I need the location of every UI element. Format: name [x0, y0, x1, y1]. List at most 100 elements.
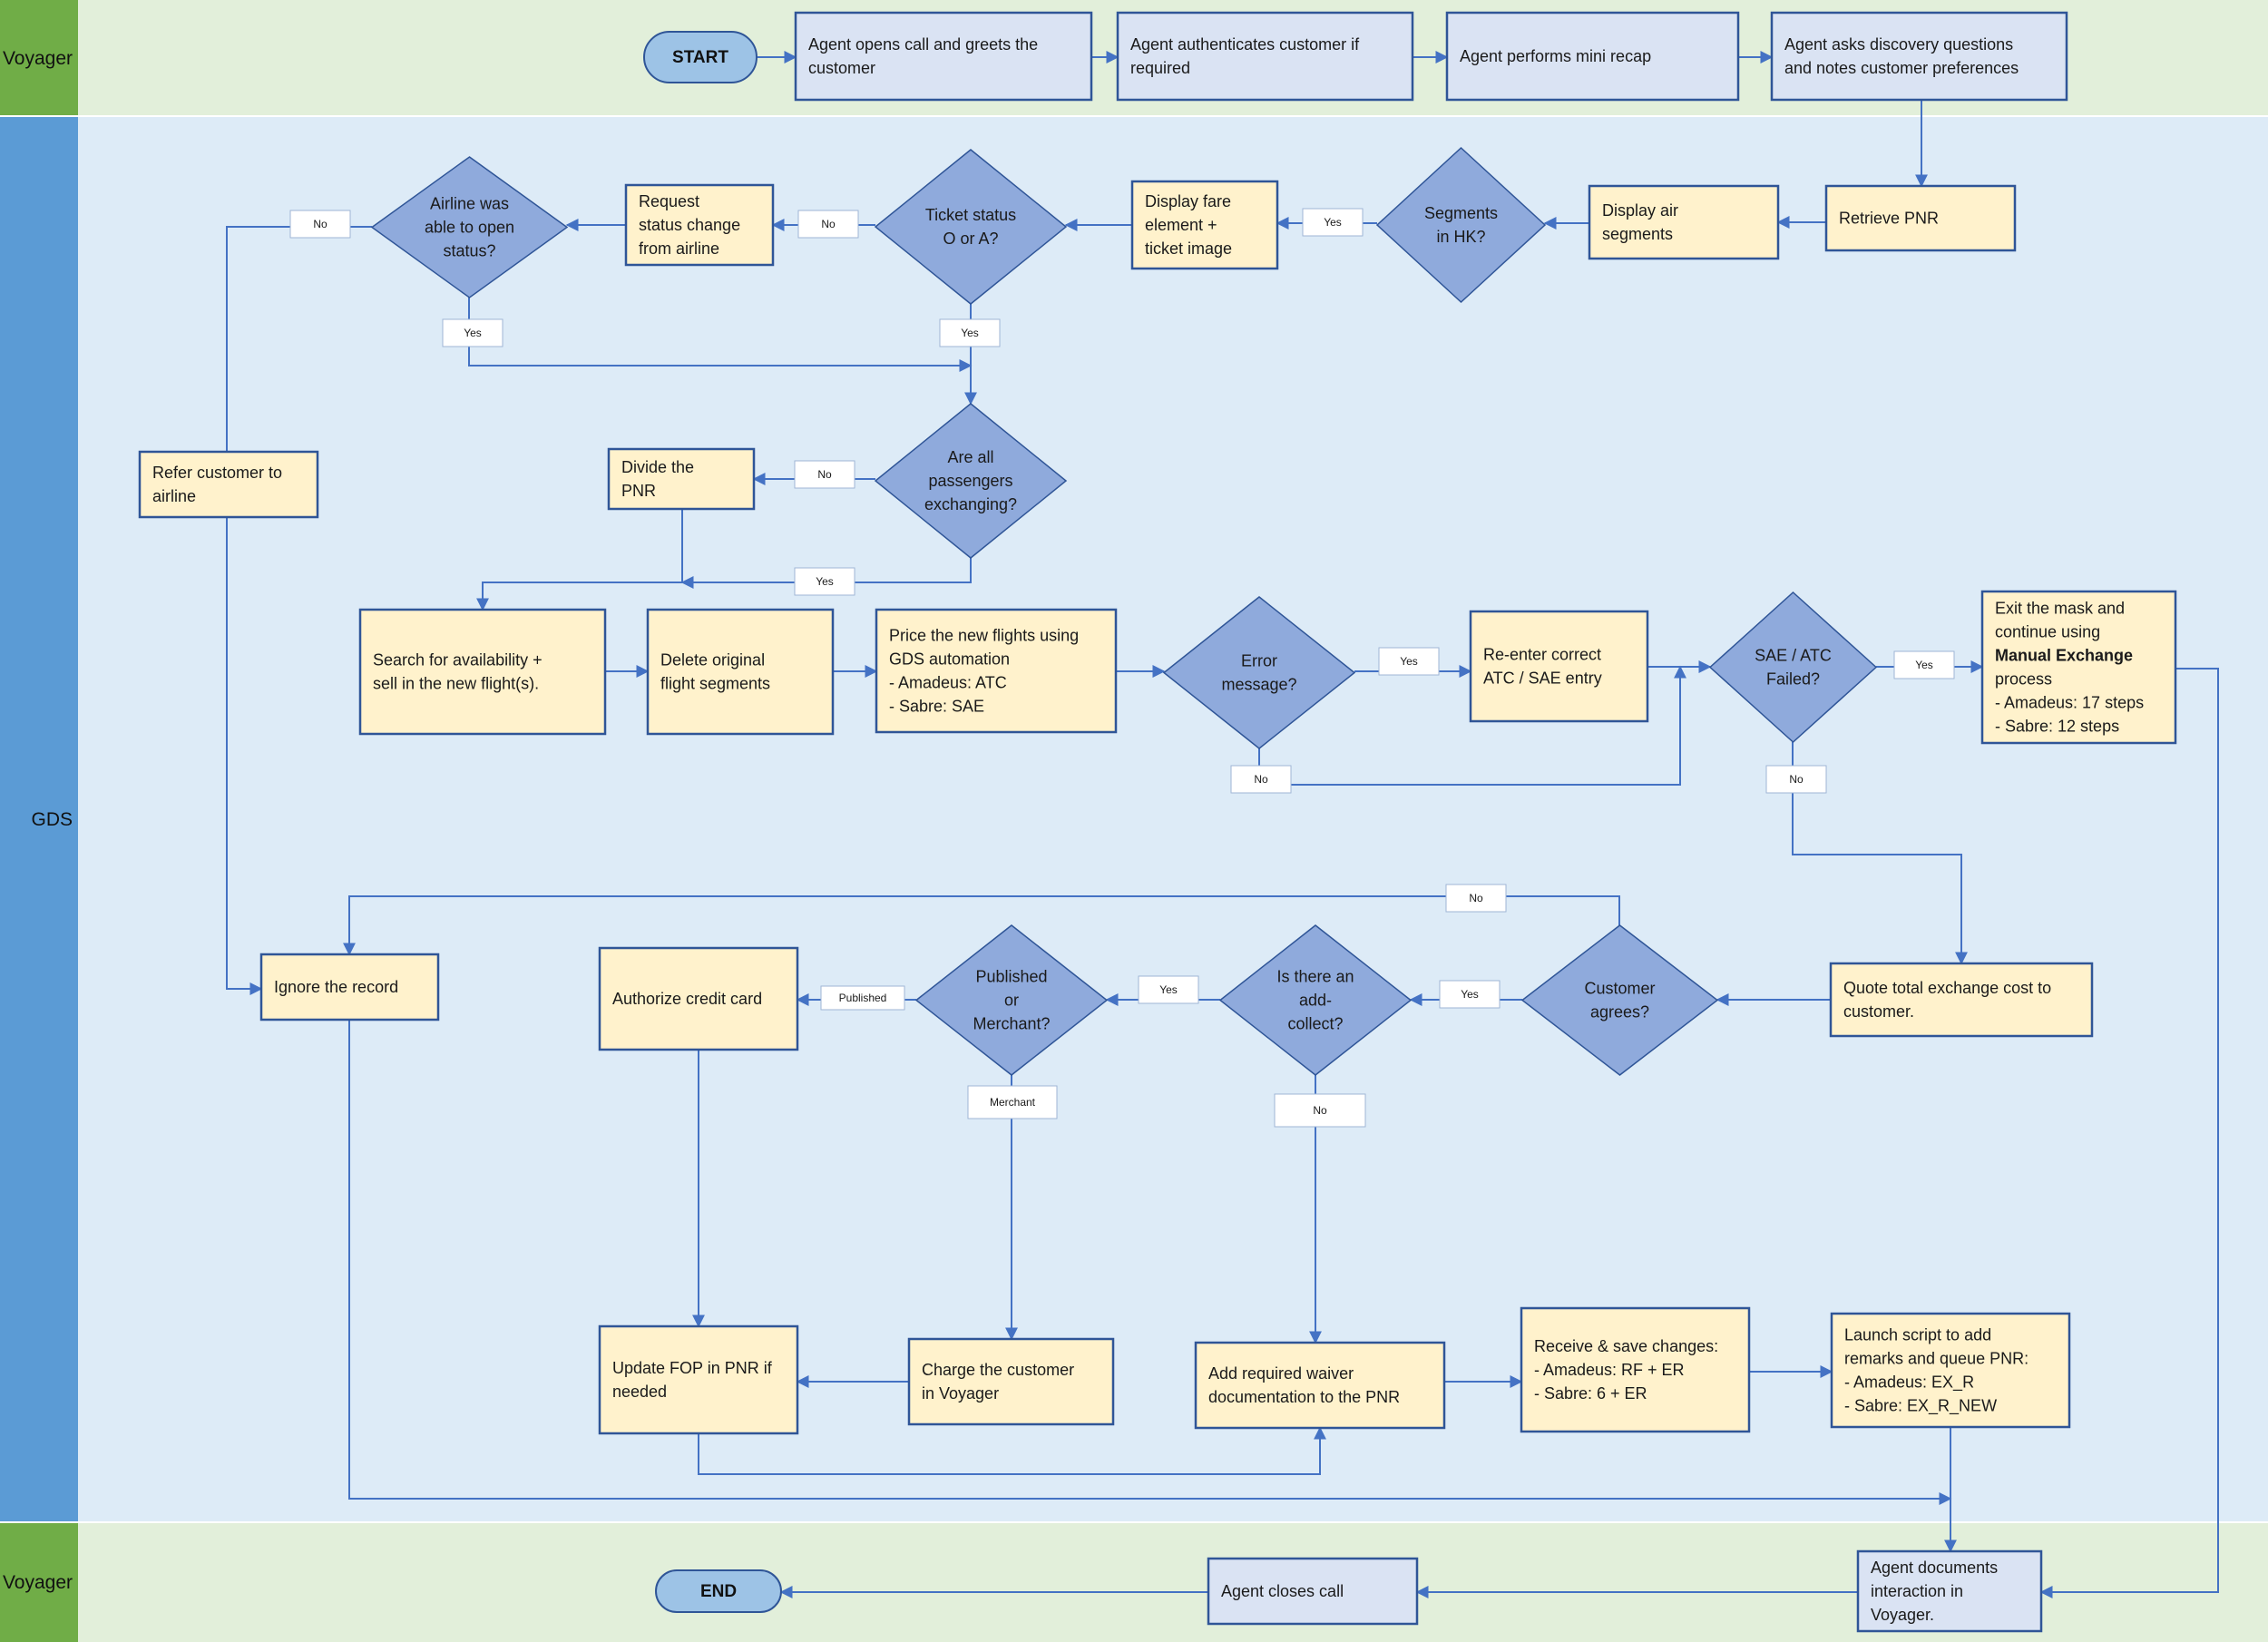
- edge-label-box: [820, 985, 905, 1011]
- node-text: - Sabre: EX_R_NEW: [1844, 1397, 1997, 1416]
- edge-label-pub-merchant-lbl: Merchant: [967, 1085, 1058, 1119]
- process-box: [1588, 184, 1780, 260]
- node-text: - Amadeus: EX_R: [1844, 1373, 1974, 1393]
- edge-label-text: Merchant: [990, 1096, 1036, 1109]
- process-box: [1469, 610, 1649, 723]
- edge-label-pax-yes: Yes: [794, 567, 855, 596]
- edge-label-error-yes: Yes: [1378, 647, 1440, 676]
- node-end[interactable]: END: [655, 1569, 782, 1613]
- node-text: Receive & save changes:: [1534, 1337, 1718, 1355]
- process-box: [1770, 11, 2068, 102]
- lane-label-voyager-bottom: Voyager: [3, 1572, 73, 1593]
- node-authorize-cc[interactable]: Authorize credit card: [598, 946, 799, 1051]
- node-text: status change: [639, 216, 740, 234]
- node-receive-save[interactable]: Receive & save changes:- Amadeus: RF + E…: [1520, 1306, 1751, 1433]
- node-ignore-record[interactable]: Ignore the record: [259, 953, 440, 1021]
- edge-label-text: No: [313, 218, 327, 230]
- process-box: [138, 450, 319, 519]
- node-text: remarks and queue PNR:: [1844, 1350, 2028, 1368]
- terminal-shape: [655, 1569, 782, 1613]
- node-text: Error: [1241, 652, 1277, 670]
- process-box: [646, 608, 835, 736]
- process-box: [598, 946, 799, 1051]
- flow-nodes: START Agent opens call and greets thecust…: [138, 11, 2177, 1633]
- connector-arrow: [2039, 668, 2219, 1598]
- node-text: Manual Exchange: [1995, 647, 2133, 665]
- node-agent-closes[interactable]: Agent closes call: [1207, 1557, 1419, 1626]
- process-box: [1829, 962, 2094, 1038]
- node-text: GDS automation: [889, 650, 1010, 669]
- lane-header-voyager-bottom: [0, 1522, 78, 1642]
- lane-label-gds: GDS: [31, 809, 73, 830]
- node-text: Airline was: [430, 195, 509, 213]
- edge-label-sae-no: No: [1765, 765, 1827, 794]
- connector-arrow: [348, 1020, 1952, 1505]
- edge-label-box: [797, 210, 859, 239]
- node-text: Exit the mask and: [1995, 600, 2125, 618]
- edge-label-box: [1445, 884, 1507, 913]
- edge-label-text: Yes: [1324, 216, 1342, 229]
- edge-label-box: [967, 1085, 1058, 1119]
- edge-label-box: [794, 567, 855, 596]
- edge-label-text: No: [1469, 892, 1483, 904]
- edge-label-collect-no: No: [1274, 1093, 1366, 1128]
- node-recap[interactable]: Agent performs mini recap: [1445, 11, 1740, 102]
- node-text: Failed?: [1766, 670, 1820, 689]
- edge-label-text: Yes: [464, 327, 482, 339]
- edge-label-box: [939, 318, 1001, 347]
- node-text: segments: [1602, 225, 1673, 243]
- node-text: passengers: [928, 472, 1012, 490]
- node-text: Delete original: [660, 651, 765, 670]
- node-text: Divide the: [621, 458, 694, 476]
- edge-label-text: No: [821, 218, 836, 230]
- process-box: [358, 608, 607, 736]
- node-text: ATC / SAE entry: [1483, 670, 1602, 688]
- connector-arrow: [476, 509, 683, 611]
- node-error-msg[interactable]: Error message?: [1162, 596, 1356, 749]
- node-retrieve-pnr[interactable]: Retrieve PNR: [1824, 184, 2017, 252]
- node-text: Agent asks discovery questions: [1784, 35, 2013, 54]
- connector-arrow: [1792, 742, 1968, 965]
- node-start[interactable]: START: [643, 31, 758, 83]
- node-text: Published: [975, 968, 1047, 986]
- edge-label-box: [794, 460, 855, 489]
- edge-label-box: [1378, 647, 1440, 676]
- node-text: Request: [639, 192, 699, 210]
- node-text: message?: [1221, 676, 1296, 694]
- node-text: in HK?: [1436, 228, 1485, 246]
- decision-diamond: [1375, 146, 1547, 304]
- edge-label-text: Yes: [1461, 988, 1479, 1001]
- node-text: - Sabre: SAE: [889, 698, 984, 716]
- edge-label-box: [1765, 765, 1827, 794]
- node-text: Display fare: [1145, 192, 1231, 210]
- edge-label-hk-yes: Yes: [1302, 208, 1364, 237]
- edge-label-box: [1138, 975, 1199, 1004]
- node-search-avail[interactable]: Search for availability +sell in the new…: [358, 608, 607, 736]
